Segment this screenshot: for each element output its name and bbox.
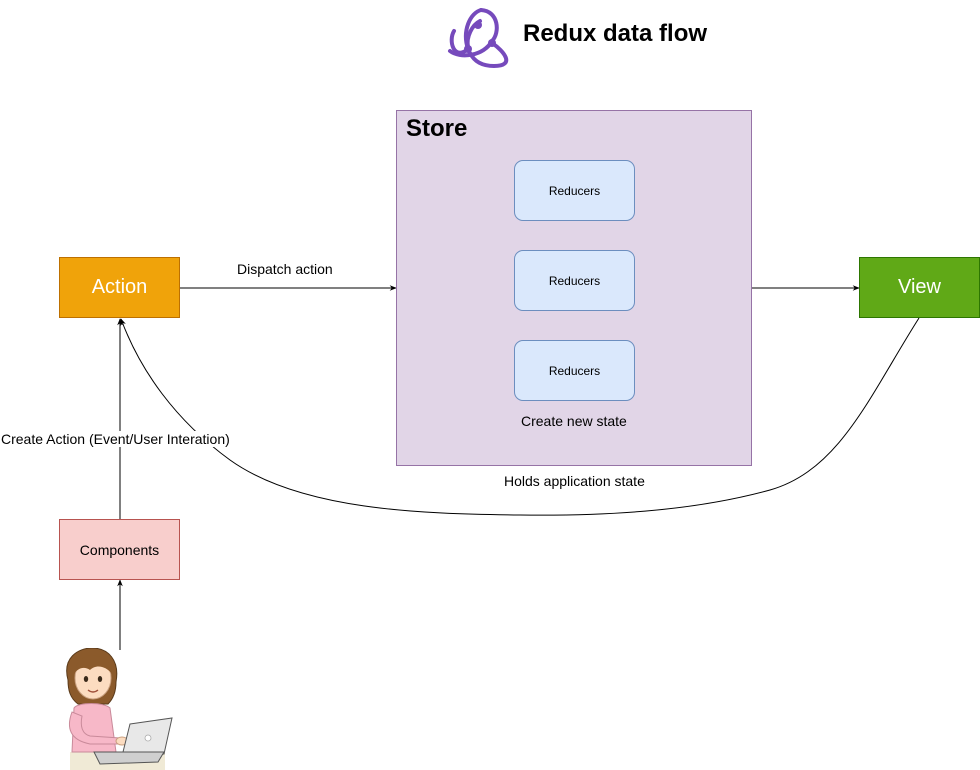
create-state-label: Create new state bbox=[521, 413, 627, 429]
holds-state-label: Holds application state bbox=[504, 473, 645, 489]
action-node: Action bbox=[59, 257, 180, 318]
components-node: Components bbox=[59, 519, 180, 580]
redux-logo-icon bbox=[448, 8, 509, 69]
dispatch-action-label: Dispatch action bbox=[237, 261, 333, 277]
store-label: Store bbox=[406, 115, 468, 142]
page-title: Redux data flow bbox=[523, 20, 708, 47]
reducer-box-3: Reducers bbox=[514, 340, 635, 401]
reducer-box-1: Reducers bbox=[514, 160, 635, 221]
view-node: View bbox=[859, 257, 980, 318]
reducer-box-2: Reducers bbox=[514, 250, 635, 311]
create-action-label: Create Action (Event/User Interation) bbox=[1, 431, 230, 447]
person-with-laptop-icon bbox=[66, 648, 173, 770]
